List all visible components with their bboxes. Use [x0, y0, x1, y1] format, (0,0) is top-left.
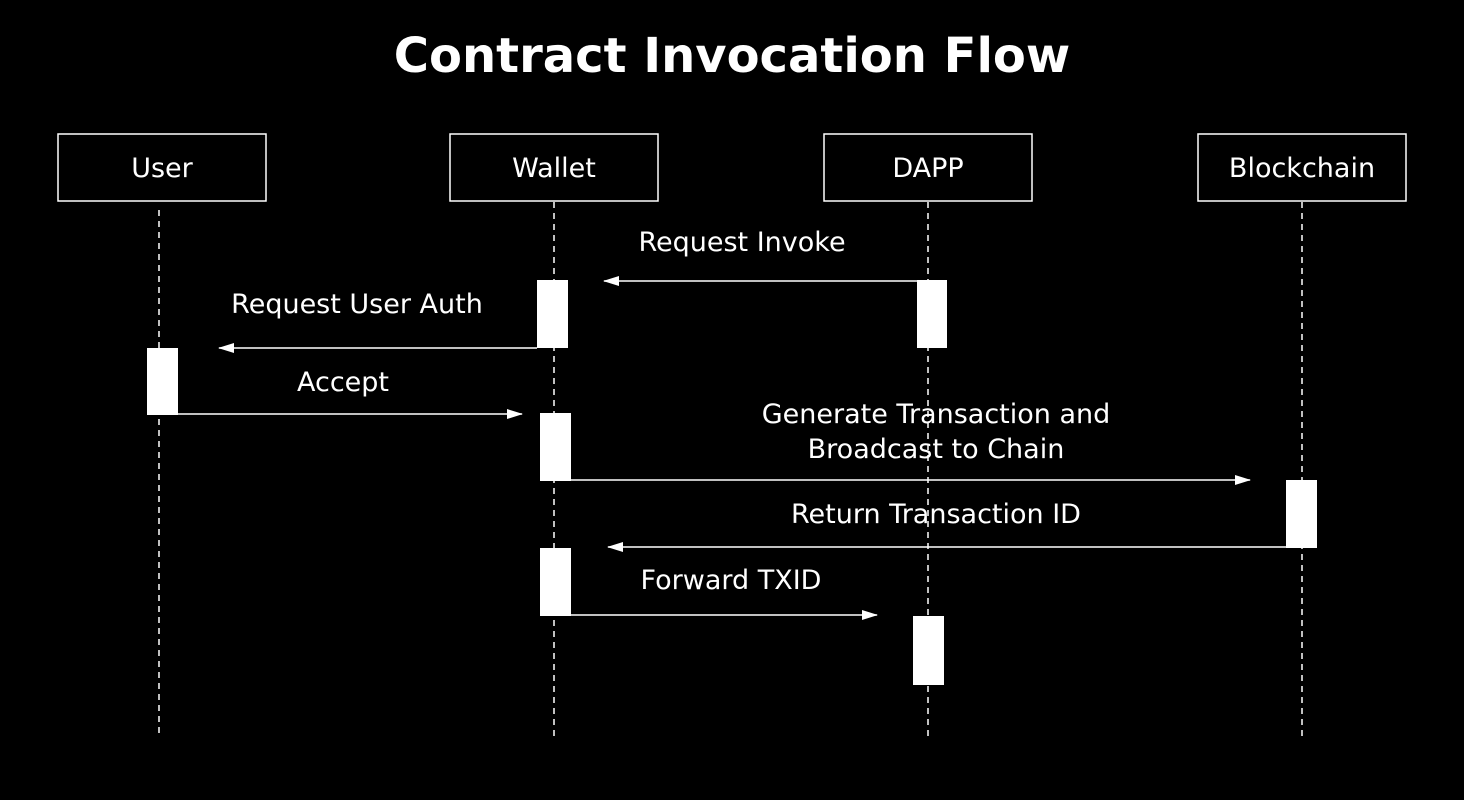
activation-bar-dapp	[913, 616, 944, 685]
message-label: Request User Auth	[231, 289, 483, 320]
message-accept: Accept	[178, 367, 523, 419]
participant-blockchain: Blockchain	[1197, 133, 1407, 202]
participant-dapp-label: DAPP	[892, 153, 963, 184]
activation-bar-wallet	[540, 413, 571, 481]
activation-bar-wallet	[537, 280, 568, 348]
message-label: Return Transaction ID	[791, 499, 1081, 530]
activation-bar-wallet	[540, 548, 571, 616]
message-return-transaction-id: Return Transaction ID	[607, 499, 1286, 552]
message-request-invoke: Request Invoke	[603, 227, 917, 286]
message-label: Request Invoke	[638, 227, 845, 258]
message-label: Accept	[297, 367, 389, 398]
message-label: Forward TXID	[641, 565, 822, 596]
participant-blockchain-label: Blockchain	[1229, 153, 1375, 184]
participant-user-label: User	[131, 153, 193, 184]
participant-user: User	[57, 133, 267, 202]
diagram-title: Contract Invocation Flow	[393, 28, 1071, 84]
message-label-line-2: Broadcast to Chain	[808, 434, 1065, 465]
activation-bar-user	[147, 348, 178, 415]
participant-dapp: DAPP	[823, 133, 1033, 202]
activation-bar-dapp	[917, 280, 947, 348]
message-request-user-auth: Request User Auth	[218, 289, 537, 353]
message-label-line-1: Generate Transaction and	[762, 399, 1111, 430]
activation-bar-blockchain	[1286, 480, 1317, 548]
participant-wallet: Wallet	[449, 133, 659, 202]
participant-wallet-label: Wallet	[512, 153, 596, 184]
message-generate-transaction: Generate Transaction and Broadcast to Ch…	[571, 399, 1251, 485]
message-forward-txid: Forward TXID	[571, 565, 878, 620]
